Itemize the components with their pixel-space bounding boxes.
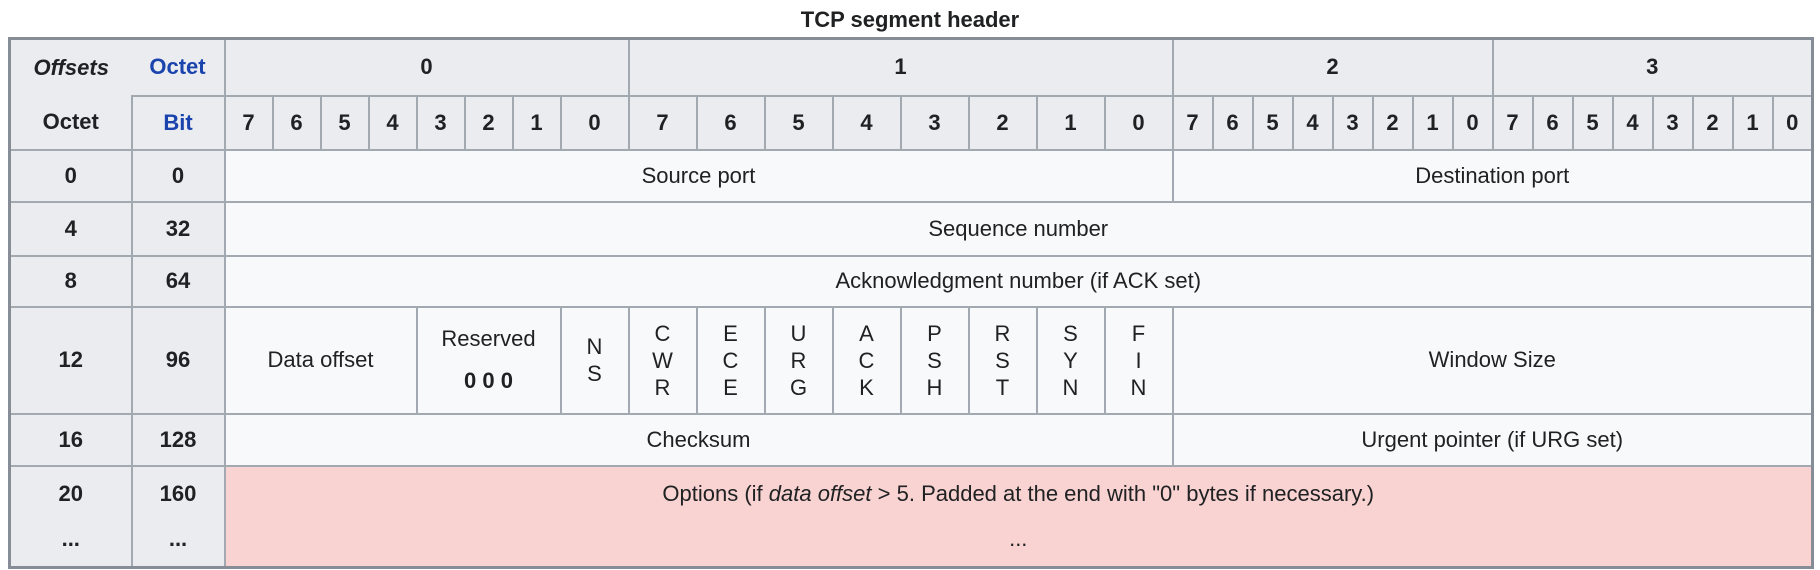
octet-offset-16: 16: [8, 412, 133, 467]
bit-column-header: Bit: [130, 94, 226, 151]
bit-offset-32: 32: [130, 200, 226, 257]
bit-header-o2-b5: 5: [1251, 94, 1294, 151]
bit-header-o3-b4: 4: [1611, 94, 1654, 151]
bit-header-o3-b3: 3: [1651, 94, 1694, 151]
checksum: Checksum: [223, 412, 1174, 467]
bit-header-o2-b1: 1: [1411, 94, 1454, 151]
bit-header-o1-b4: 4: [831, 94, 902, 151]
octet-row-label: Octet: [8, 94, 133, 151]
bit-header-o2-b2: 2: [1371, 94, 1414, 151]
bit-header-o2-b3: 3: [1331, 94, 1374, 151]
bit-header-o3-b1: 1: [1731, 94, 1774, 151]
bit-header-o1-b6: 6: [695, 94, 766, 151]
octet-group-3: 3: [1491, 37, 1814, 97]
bit-offset-more: 160...: [130, 464, 226, 569]
bit-offset-128: 128: [130, 412, 226, 467]
destination-port: Destination port: [1171, 148, 1814, 203]
bit-header-o3-b5: 5: [1571, 94, 1614, 151]
bit-header-o0-b7: 7: [223, 94, 274, 151]
octet-offset-0: 0: [8, 148, 133, 203]
data-offset: Data offset: [223, 305, 418, 415]
source-port: Source port: [223, 148, 1174, 203]
bit-link[interactable]: Bit: [163, 109, 193, 135]
octet-group-1: 1: [627, 37, 1174, 97]
bit-header-o3-b2: 2: [1691, 94, 1734, 151]
bit-header-o3-b6: 6: [1531, 94, 1574, 151]
bit-header-o2-b0: 0: [1451, 94, 1494, 151]
octet-column-header: Octet: [130, 37, 226, 97]
options: Options (if data offset > 5. Padded at t…: [223, 464, 1814, 569]
bit-header-o2-b7: 7: [1171, 94, 1214, 151]
bit-header-o0-b4: 4: [367, 94, 418, 151]
offsets-label: Offsets: [8, 37, 132, 96]
bit-offset-0: 0: [130, 148, 226, 203]
octet-group-0: 0: [223, 37, 630, 97]
octet-offset-12: 12: [8, 305, 133, 415]
bit-header-o1-b7: 7: [627, 94, 698, 151]
octet-group-2: 2: [1171, 37, 1494, 97]
urgent-pointer: Urgent pointer (if URG set): [1171, 412, 1814, 467]
octet-link[interactable]: Octet: [149, 54, 206, 80]
octet-offset-more: 20...: [8, 464, 133, 569]
bit-header-o0-b0: 0: [559, 94, 630, 151]
bit-header-o0-b2: 2: [463, 94, 514, 151]
bit-header-o0-b5: 5: [319, 94, 370, 151]
acknowledgment-number: Acknowledgment number (if ACK set): [223, 254, 1814, 308]
bit-offset-64: 64: [130, 254, 226, 308]
bit-offset-96: 96: [130, 305, 226, 415]
bit-header-o1-b2: 2: [967, 94, 1038, 151]
bit-header-o2-b4: 4: [1291, 94, 1334, 151]
octet-offset-4: 4: [8, 200, 133, 257]
bit-header-o1-b5: 5: [763, 94, 834, 151]
bit-header-o1-b1: 1: [1035, 94, 1106, 151]
bit-header-o3-b0: 0: [1771, 94, 1814, 151]
bit-header-o0-b3: 3: [415, 94, 466, 151]
bit-header-o1-b3: 3: [899, 94, 970, 151]
bit-header-o0-b1: 1: [511, 94, 562, 151]
window-size: Window Size: [1171, 305, 1814, 415]
sequence-number: Sequence number: [223, 200, 1814, 257]
bit-header-o2-b6: 6: [1211, 94, 1254, 151]
bit-header-o0-b6: 6: [271, 94, 322, 151]
page-title: TCP segment header: [800, 7, 1020, 32]
bit-header-o1-b0: 0: [1103, 94, 1174, 151]
octet-offset-8: 8: [8, 254, 133, 308]
bit-header-o3-b7: 7: [1491, 94, 1534, 151]
